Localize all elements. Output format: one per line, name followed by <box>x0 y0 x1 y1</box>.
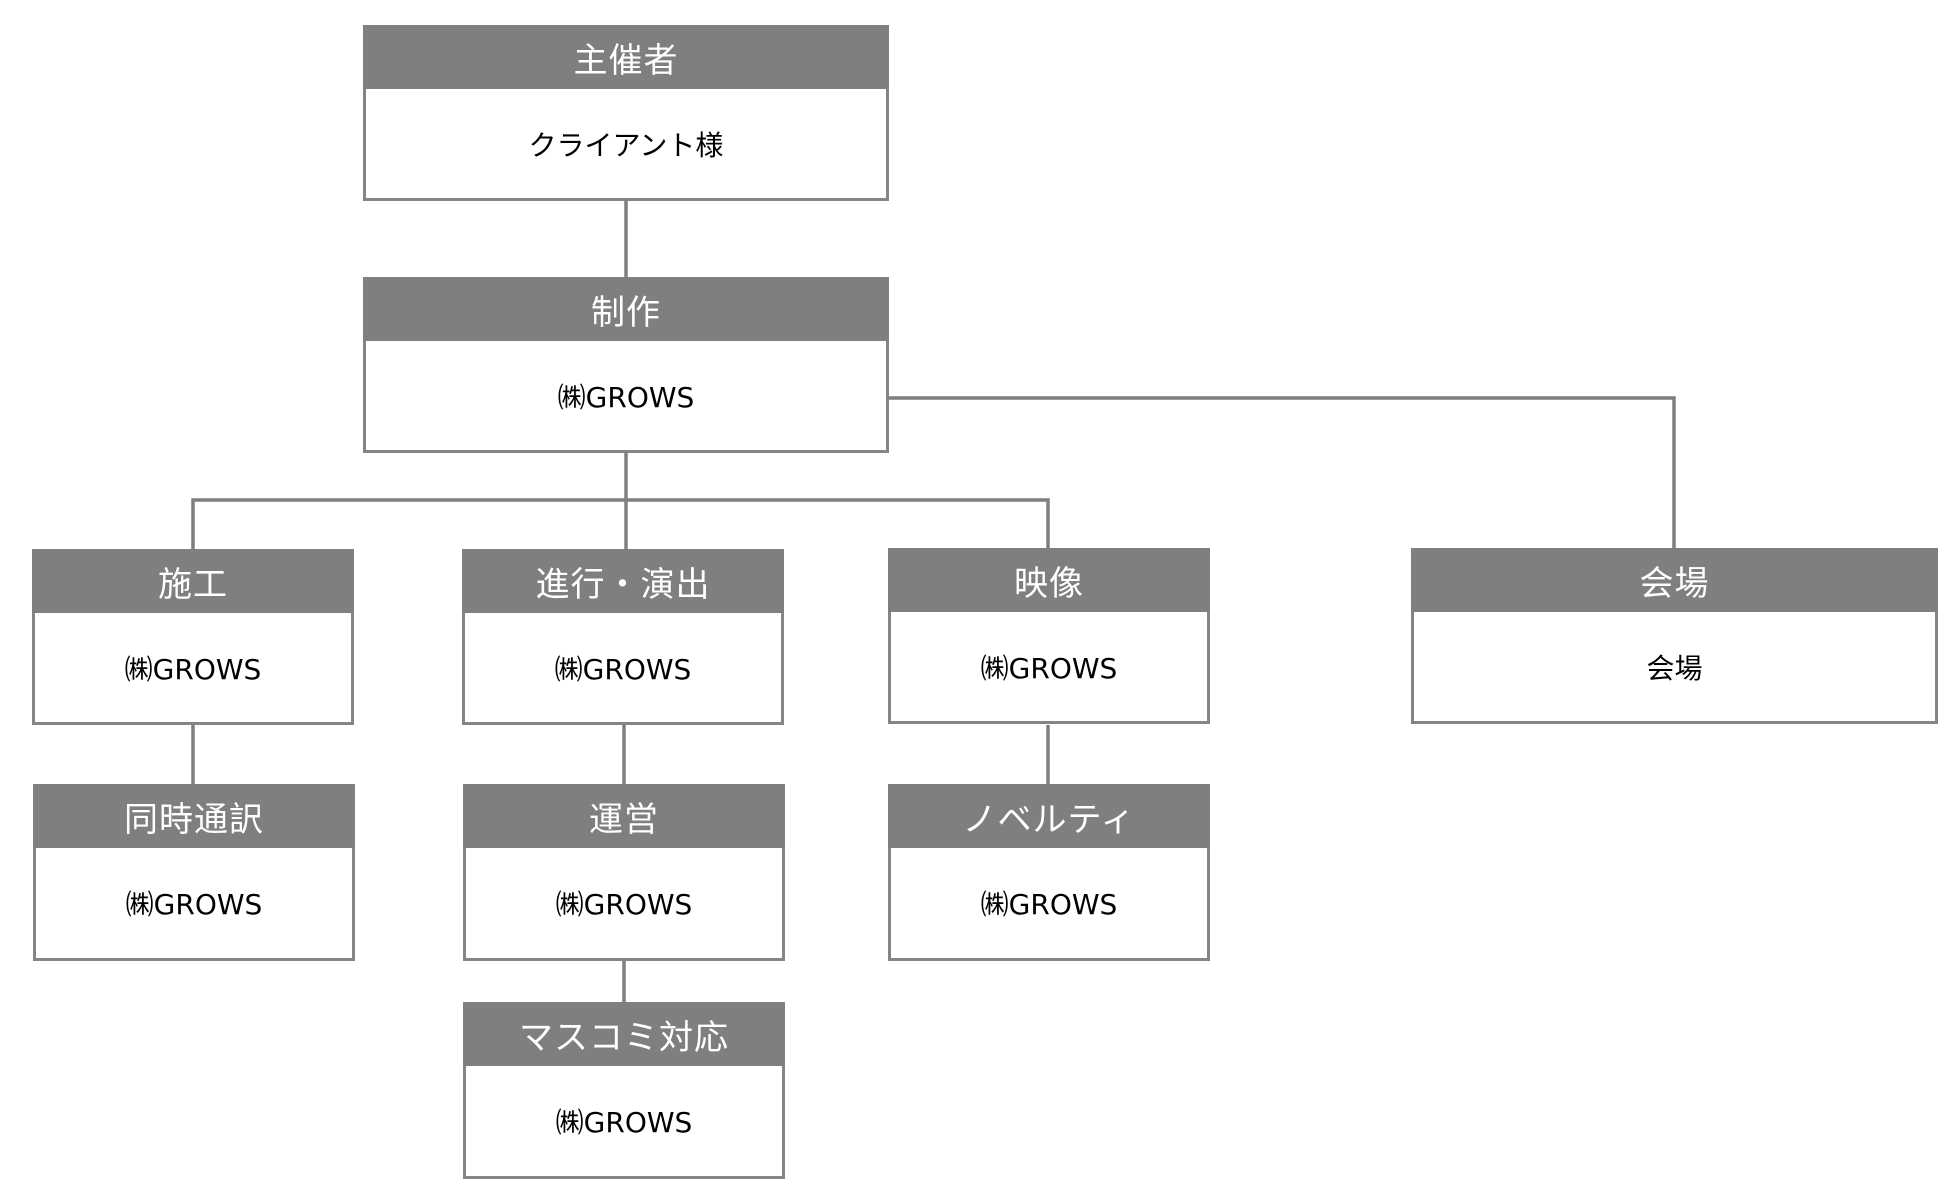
node-construction: 施工 ㈱GROWS <box>32 549 354 725</box>
node-production: 制作 ㈱GROWS <box>363 277 889 453</box>
node-organizer-entity: クライアント様 <box>528 128 724 162</box>
node-interpretation: 同時通訳 ㈱GROWS <box>33 784 355 961</box>
node-production-role: 制作 <box>363 277 889 341</box>
node-operation-role: 運営 <box>463 784 785 848</box>
node-press-entity: ㈱GROWS <box>555 1106 693 1139</box>
node-novelty-role: ノベルティ <box>888 784 1210 848</box>
node-direction-role: 進行・演出 <box>462 549 784 613</box>
node-venue: 会場 会場 <box>1411 548 1938 724</box>
node-video: 映像 ㈱GROWS <box>888 548 1210 724</box>
node-interpretation-entity: ㈱GROWS <box>125 888 263 921</box>
node-construction-role: 施工 <box>32 549 354 613</box>
node-interpretation-role: 同時通訳 <box>33 784 355 848</box>
node-video-entity: ㈱GROWS <box>980 651 1118 685</box>
node-venue-role: 会場 <box>1411 548 1938 612</box>
node-construction-entity: ㈱GROWS <box>124 652 262 686</box>
node-organizer: 主催者 クライアント様 <box>363 25 889 201</box>
node-direction-entity: ㈱GROWS <box>554 652 692 686</box>
node-operation-entity: ㈱GROWS <box>555 888 693 921</box>
node-video-role: 映像 <box>888 548 1210 612</box>
node-press: マスコミ対応 ㈱GROWS <box>463 1002 785 1179</box>
connector-branch-bar <box>191 498 1050 549</box>
node-press-role: マスコミ対応 <box>463 1002 785 1066</box>
node-novelty: ノベルティ ㈱GROWS <box>888 784 1210 961</box>
node-direction: 進行・演出 ㈱GROWS <box>462 549 784 725</box>
node-production-entity: ㈱GROWS <box>557 380 695 414</box>
node-organizer-role: 主催者 <box>363 25 889 89</box>
node-novelty-entity: ㈱GROWS <box>980 888 1118 921</box>
node-operation: 運営 ㈱GROWS <box>463 784 785 961</box>
node-venue-entity: 会場 <box>1646 651 1703 685</box>
connector-production-venue <box>889 396 1676 549</box>
